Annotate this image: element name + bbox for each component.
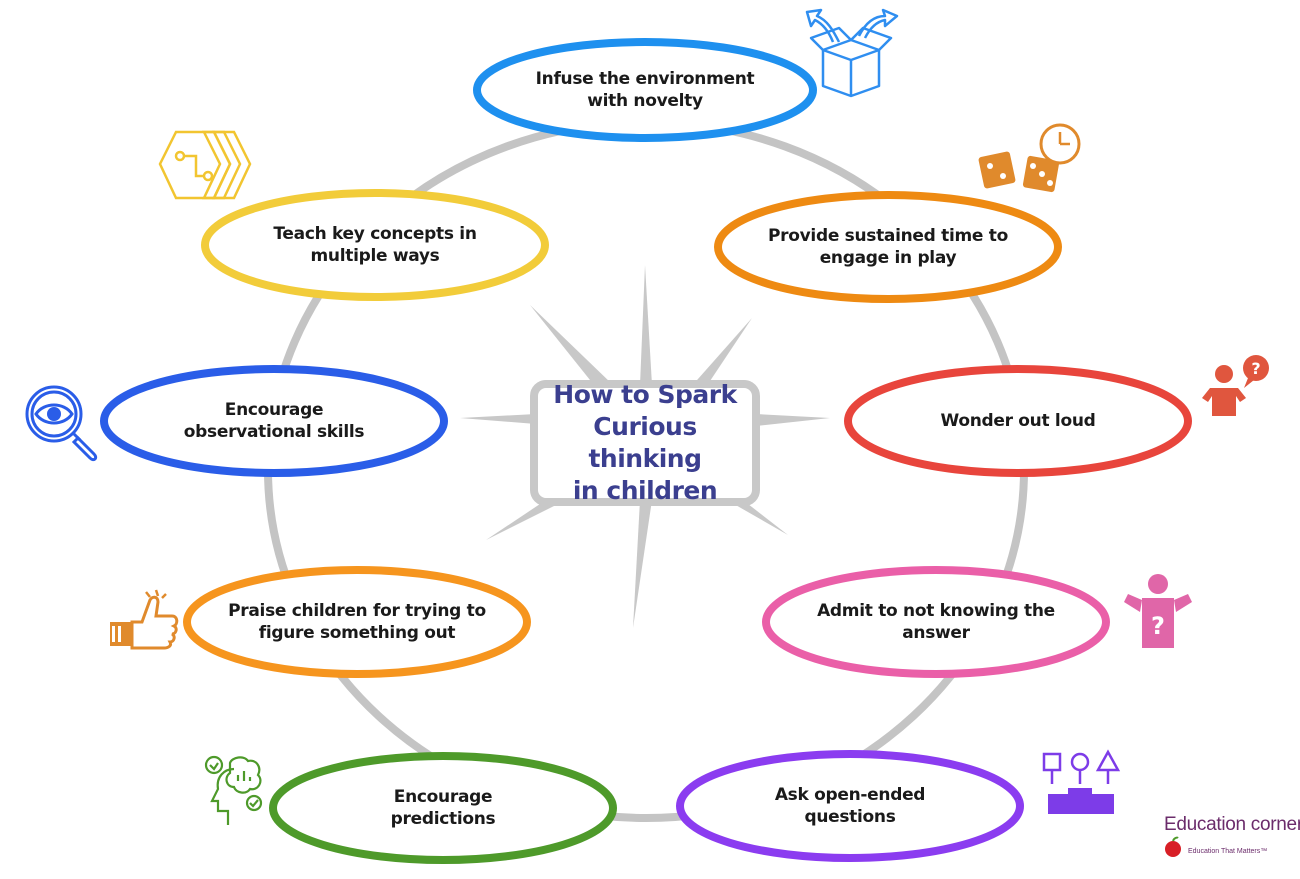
node-wonder: Wonder out loud bbox=[848, 372, 1188, 470]
node-label-open-ended: Ask open-ended questions bbox=[774, 785, 926, 827]
center-box bbox=[530, 380, 760, 506]
head-thinking-icon bbox=[204, 755, 263, 825]
person-question-icon: ? bbox=[1202, 355, 1269, 416]
node-ellipse-wonder bbox=[844, 365, 1192, 477]
open-box-icon bbox=[805, 8, 899, 98]
node-admit: Admit to not knowing the answer bbox=[766, 573, 1106, 671]
brand-tagline: Education That Matters™ bbox=[1188, 848, 1268, 855]
center-starburst bbox=[460, 265, 830, 628]
node-label-wonder: Wonder out loud bbox=[940, 411, 1096, 431]
node-ellipse-concepts bbox=[201, 189, 549, 301]
node-label-novelty: Infuse the environment with novelty bbox=[535, 69, 755, 111]
dice-clock-icon bbox=[978, 123, 1081, 193]
node-novelty: Infuse the environment with novelty bbox=[477, 46, 813, 134]
shrugging-person-question-icon: ? bbox=[1124, 574, 1192, 648]
node-ellipse-novelty bbox=[473, 38, 817, 142]
node-ellipse-play bbox=[714, 191, 1062, 303]
node-ellipse-open-ended bbox=[676, 750, 1024, 862]
thumbs-up-icon bbox=[110, 589, 179, 650]
node-ellipse-admit bbox=[762, 566, 1110, 678]
node-label-observe: Encourage observational skills bbox=[183, 400, 365, 442]
node-ellipse-observe bbox=[100, 365, 448, 477]
node-observe: Encourage observational skills bbox=[104, 372, 444, 470]
node-open-ended: Ask open-ended questions bbox=[680, 757, 1020, 855]
svg-text:?: ? bbox=[1151, 612, 1165, 640]
node-concepts: Teach key concepts in multiple ways bbox=[205, 196, 545, 294]
apple-icon bbox=[1165, 836, 1181, 857]
node-label-admit: Admit to not knowing the answer bbox=[817, 601, 1055, 643]
center-title-text: How to Spark Curious thinking in childre… bbox=[553, 380, 737, 505]
node-play: Provide sustained time to engage in play bbox=[718, 198, 1058, 296]
svg-text:?: ? bbox=[1251, 359, 1260, 378]
brand-name: Education corner bbox=[1164, 814, 1300, 835]
node-praise: Praise children for trying to figure som… bbox=[187, 573, 527, 671]
node-label-play: Provide sustained time to engage in play bbox=[768, 226, 1008, 268]
brand-logo: Education corner Education That Matters™ bbox=[1160, 814, 1300, 864]
node-ellipse-predictions bbox=[269, 752, 617, 864]
node-predictions: Encourage predictions bbox=[273, 759, 613, 857]
magnifier-eye-icon bbox=[25, 385, 98, 462]
hexagon-layers-icon bbox=[158, 130, 252, 200]
node-label-concepts: Teach key concepts in multiple ways bbox=[273, 224, 477, 266]
node-ellipse-praise bbox=[183, 566, 531, 678]
shapes-sorter-icon bbox=[1042, 749, 1121, 814]
node-label-predictions: Encourage predictions bbox=[390, 787, 496, 829]
center-title: How to Spark Curious thinking in childre… bbox=[534, 380, 756, 505]
node-label-praise: Praise children for trying to figure som… bbox=[228, 601, 486, 643]
